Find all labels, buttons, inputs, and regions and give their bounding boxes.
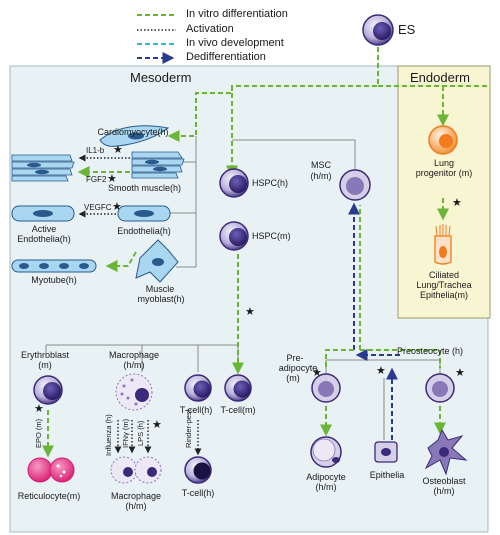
fgf2-star-icon: ★ <box>107 173 117 185</box>
osteoblast-label-2: (h/m) <box>433 486 455 496</box>
msc-cell <box>339 169 371 201</box>
ifn-label: IFNγ (m) <box>121 418 130 448</box>
preadipocyte-label-1: Pre- <box>286 353 304 363</box>
il1b-star-icon: ★ <box>113 144 123 156</box>
macrophage-bottom-label-2: (h/m) <box>125 501 147 511</box>
es-label: ES <box>398 22 416 37</box>
epo-label: EPO (m) <box>34 418 43 448</box>
mesoderm-title: Mesoderm <box>130 70 192 85</box>
il1b-label: IL1-b <box>86 146 105 155</box>
tcell-h-cell <box>184 374 212 402</box>
legend-activation-label: Activation <box>186 23 234 35</box>
lps-label: LPS (h) <box>136 420 145 446</box>
myotube-cell <box>11 259 97 273</box>
msc-to-preadipocyte-line <box>325 349 354 370</box>
legend <box>137 14 176 64</box>
epithelia-star-icon: ★ <box>376 365 386 377</box>
erythroblast-cell <box>33 375 63 405</box>
epithelia-cell <box>374 441 398 463</box>
adipocyte-cell <box>310 436 342 468</box>
ciliated-label-3: Epithelia(m) <box>419 290 468 300</box>
preosteocyte-star-icon: ★ <box>455 367 465 379</box>
lung-star-icon: ★ <box>452 197 462 209</box>
reticulocyte-label: Reticulocyte(m) <box>17 491 81 501</box>
legend-in-vivo-label: In vivo development <box>186 37 284 49</box>
macrophage-bottom-cells <box>110 456 162 484</box>
erythroblast-label-2: (m) <box>38 360 52 370</box>
vegfc-star-icon: ★ <box>112 201 122 213</box>
ciliated-epithelia-cell <box>434 224 452 265</box>
legend-in-vitro-label: In vitro differentiation <box>186 8 288 20</box>
msc-to-preosteocyte-line <box>360 349 441 368</box>
muscle-myoblast-label-1: Muscle <box>145 284 175 294</box>
tcell-h-bottom-cell <box>184 456 212 484</box>
smooth-muscle-label: Smooth muscle(h) <box>108 183 182 193</box>
epo-star-icon: ★ <box>34 403 44 415</box>
myotube-label: Myotube(h) <box>31 275 77 285</box>
reticulocyte-cell <box>27 457 75 483</box>
adipocyte-label-1: Adipocyte <box>306 472 346 482</box>
macrophage-bottom-label-1: Macrophage <box>110 491 162 501</box>
rinderpest-label: Rinder-pest <box>184 409 193 448</box>
macrophage-top-cell <box>115 373 153 411</box>
adipocyte-label-2: (h/m) <box>315 482 337 492</box>
smooth-muscle-right <box>131 151 185 179</box>
active-endothelia-label-2: Endothelia(h) <box>17 234 71 244</box>
vegfc-label: VEGFC <box>84 203 112 212</box>
erythroblast-label-1: Erythroblast <box>20 350 70 360</box>
fgf2-label: FGF2 <box>86 175 107 184</box>
active-endothelia-cell <box>11 205 75 222</box>
preadipocyte-label-2: adipocyte <box>278 363 318 373</box>
hspc-star-icon: ★ <box>245 306 255 318</box>
preadipocyte-cell <box>311 373 341 403</box>
endothelia-label: Endothelia(h) <box>117 226 171 236</box>
endoderm-region <box>397 65 491 319</box>
lung-progenitor-cell <box>428 125 458 155</box>
active-endothelia-label-1: Active <box>31 224 57 234</box>
tcell-m-cell <box>224 374 252 402</box>
myoblast-to-myotube-arrow <box>105 251 137 272</box>
hspc-m-cell <box>219 221 249 251</box>
osteoblast-label-1: Osteoblast <box>422 476 466 486</box>
hspc-h-label: HSPC(h) <box>252 178 289 188</box>
hspc-h-cell <box>219 168 249 198</box>
influenza-label: Influenza (h) <box>104 414 113 456</box>
ciliated-label-2: Lung/Trachea <box>416 280 472 290</box>
lung-progenitor-label-2: progenitor (m) <box>415 168 473 178</box>
epithelia-label: Epithelia <box>369 470 405 480</box>
ciliated-label-1: Ciliated <box>428 270 459 280</box>
legend-dediff-label: Dedifferentiation <box>186 51 266 63</box>
macrophage-top-label-1: Macrophage <box>108 350 160 360</box>
cardiomyocyte-label: Cardiomyocyte(h) <box>97 127 169 137</box>
tcell-m-label: T-cell(m) <box>220 405 256 415</box>
hspc-m-label: HSPC(m) <box>252 231 291 241</box>
lung-progenitor-label-1: Lung <box>433 158 455 168</box>
preosteocyte-label: Preosteocyte (h) <box>397 346 464 356</box>
msc-label-2: (h/m) <box>310 171 332 181</box>
path-es-to-cardiomyocyte <box>167 86 233 142</box>
smooth-muscle-left <box>11 154 75 182</box>
path-es-to-hspc <box>226 47 379 178</box>
muscle-myoblast-nucleus <box>152 258 164 266</box>
osteoblast-cell <box>424 428 468 476</box>
msc-label-1: MSC <box>311 160 331 170</box>
preosteocyte-cell <box>425 373 455 403</box>
endothelia-cell <box>117 205 171 222</box>
tcell-h-label: T-cell(h) <box>179 405 213 415</box>
macrophage-star-icon: ★ <box>152 419 162 431</box>
cardiomyocyte-nucleus <box>128 132 144 140</box>
es-cell <box>362 14 394 46</box>
endoderm-title: Endoderm <box>410 70 470 85</box>
preadipocyte-star-icon: ★ <box>312 367 322 379</box>
preadipocyte-label-3: (m) <box>286 373 300 383</box>
muscle-myoblast-label-2: myoblast(h) <box>137 294 185 304</box>
tcell-h-bottom-label: T-cell(h) <box>181 488 215 498</box>
macrophage-top-label-2: (h/m) <box>123 360 145 370</box>
